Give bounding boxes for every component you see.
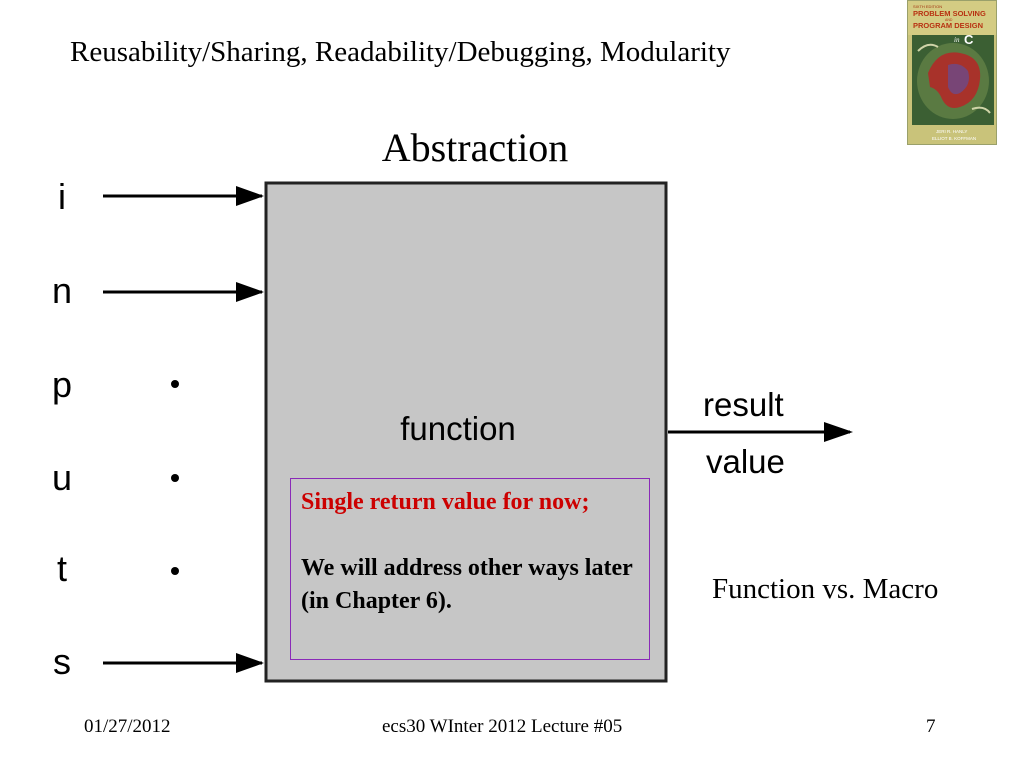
footer-date: 01/27/2012 bbox=[84, 716, 171, 737]
input-letter-t: t bbox=[57, 548, 67, 589]
input-letter-u: u bbox=[52, 457, 72, 498]
header-topics: Reusability/Sharing, Readability/Debuggi… bbox=[70, 36, 731, 68]
input-arrowhead-1 bbox=[236, 186, 264, 206]
ellipsis-dot-1 bbox=[171, 380, 179, 388]
input-letter-i: i bbox=[58, 176, 66, 217]
function-vs-macro-text: Function vs. Macro bbox=[712, 573, 939, 605]
book-title-in: in bbox=[954, 36, 960, 44]
book-title-line2: PROGRAM DESIGN bbox=[913, 21, 983, 30]
book-author1: JERI R. HANLY bbox=[936, 129, 967, 134]
ellipsis-dot-2 bbox=[171, 474, 179, 482]
footer-course: ecs30 WInter 2012 Lecture #05 bbox=[382, 716, 623, 737]
book-title-and: AND bbox=[945, 18, 953, 22]
input-arrowhead-last bbox=[236, 653, 264, 673]
note-red-text: Single return value for now; bbox=[301, 489, 590, 515]
footer-page-number: 7 bbox=[926, 716, 936, 737]
book-cover-image: SIXTH EDITION PROBLEM SOLVING AND PROGRA… bbox=[907, 0, 997, 145]
function-box bbox=[264, 181, 668, 683]
input-letter-s: s bbox=[53, 641, 71, 682]
book-author2: ELLIOT B. KOFFMAN bbox=[932, 136, 976, 141]
book-cover-art: SIXTH EDITION PROBLEM SOLVING AND PROGRA… bbox=[908, 1, 996, 144]
result-label-line2: value bbox=[706, 443, 785, 480]
result-label-line1: result bbox=[703, 386, 784, 423]
input-letter-p: p bbox=[52, 364, 72, 405]
input-letter-n: n bbox=[52, 270, 72, 311]
ellipsis-dot-3 bbox=[171, 567, 179, 575]
output-arrowhead bbox=[824, 422, 853, 442]
book-title-lang: C bbox=[964, 32, 974, 47]
function-label: function bbox=[400, 410, 516, 447]
return-value-note: Single return value for now; We will add… bbox=[290, 478, 650, 660]
book-edition: SIXTH EDITION bbox=[913, 4, 942, 9]
slide-title: Abstraction bbox=[381, 125, 569, 170]
note-black-text: We will address other ways later (in Cha… bbox=[301, 555, 633, 614]
input-arrowhead-2 bbox=[236, 282, 264, 302]
book-title-line1: PROBLEM SOLVING bbox=[913, 9, 986, 18]
